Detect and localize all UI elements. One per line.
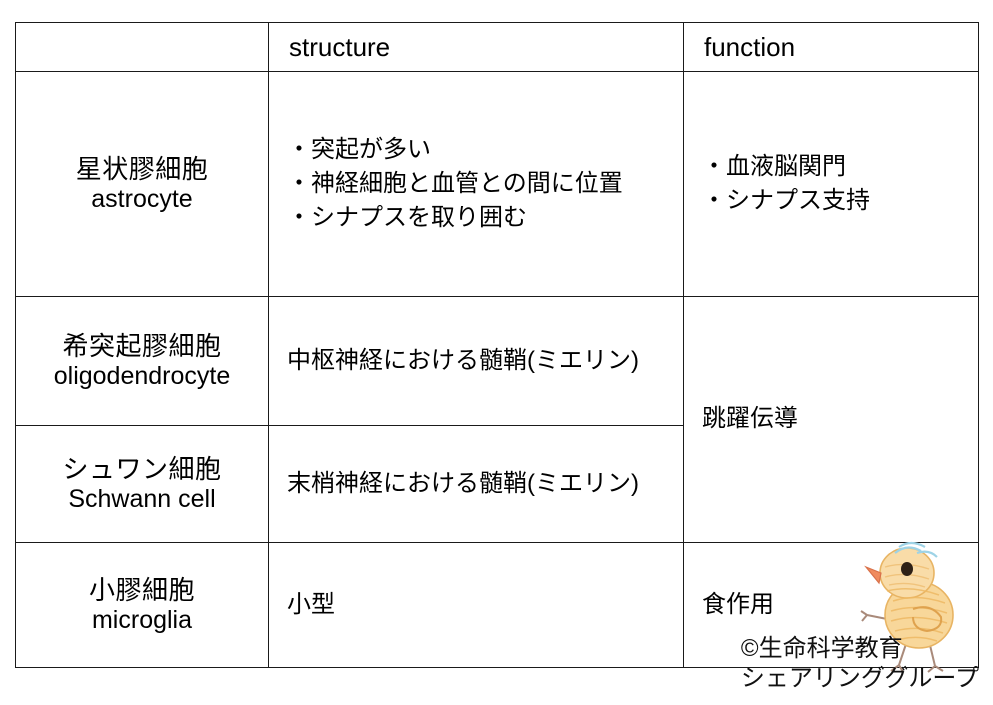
- function-text-microglia: 食作用: [702, 590, 774, 618]
- list-item: 突起が多い: [287, 133, 683, 167]
- structure-bullets-astrocyte: 突起が多い 神経細胞と血管との間に位置 シナプスを取り囲む: [287, 133, 683, 235]
- name-jp-oligodendrocyte: 希突起膠細胞: [62, 330, 222, 361]
- name-en-astrocyte: astrocyte: [91, 184, 193, 213]
- header-structure: structure: [268, 22, 684, 72]
- name-en-oligodendrocyte: oligodendrocyte: [53, 361, 231, 390]
- list-item: シナプスを取り囲む: [287, 201, 683, 235]
- name-en-microglia: microglia: [91, 605, 193, 634]
- list-item: シナプス支持: [702, 184, 978, 218]
- cell-name-astrocyte: 星状膠細胞 astrocyte: [15, 71, 269, 297]
- header-blank-cell: [15, 22, 269, 72]
- credit-line-2: シェアリンググループ: [740, 664, 979, 692]
- structure-text-microglia: 小型: [287, 590, 335, 618]
- name-jp-microglia: 小膠細胞: [88, 574, 195, 605]
- structure-text-schwann-cell: 末梢神経における髄鞘(ミエリン): [287, 469, 639, 497]
- cell-structure-astrocyte: 突起が多い 神経細胞と血管との間に位置 シナプスを取り囲む: [268, 71, 684, 297]
- table-row-oligodendrocyte: 希突起膠細胞 oligodendrocyte 中枢神経における髄鞘(ミエリン) …: [15, 296, 979, 543]
- cell-structure-microglia: 小型: [268, 542, 684, 668]
- table-row-astrocyte: 星状膠細胞 astrocyte 突起が多い 神経細胞と血管との間に位置 シナプス…: [15, 71, 979, 297]
- cell-structure-oligodendrocyte: 中枢神経における髄鞘(ミエリン): [268, 296, 684, 426]
- list-item: 血液脳関門: [702, 150, 978, 184]
- table-row-schwann-cell: シュワン細胞 Schwann cell 末梢神経における髄鞘(ミエリン): [15, 425, 979, 543]
- function-bullets-astrocyte: 血液脳関門 シナプス支持: [702, 150, 978, 218]
- cell-function-astrocyte: 血液脳関門 シナプス支持: [683, 71, 979, 297]
- cell-name-schwann-cell: シュワン細胞 Schwann cell: [15, 425, 269, 543]
- cell-function-merged-saltatory: 跳躍伝導: [683, 296, 979, 543]
- cell-name-microglia: 小膠細胞 microglia: [15, 542, 269, 668]
- name-jp-schwann-cell: シュワン細胞: [62, 453, 222, 484]
- copyright-credit: ©生命科学教育 シェアリンググループ: [741, 634, 979, 693]
- table-header-row: structure function: [15, 22, 979, 72]
- structure-text-oligodendrocyte: 中枢神経における髄鞘(ミエリン): [287, 346, 639, 374]
- header-function: function: [683, 22, 979, 72]
- cell-name-oligodendrocyte: 希突起膠細胞 oligodendrocyte: [15, 296, 269, 426]
- glia-cells-table: structure function 星状膠細胞 astrocyte 突起が多い…: [15, 22, 979, 668]
- name-en-schwann-cell: Schwann cell: [68, 484, 216, 513]
- cell-structure-schwann-cell: 末梢神経における髄鞘(ミエリン): [268, 425, 684, 543]
- credit-line-1: ©生命科学教育: [740, 635, 903, 663]
- list-item: 神経細胞と血管との間に位置: [287, 167, 683, 201]
- name-jp-astrocyte: 星状膠細胞: [75, 153, 209, 184]
